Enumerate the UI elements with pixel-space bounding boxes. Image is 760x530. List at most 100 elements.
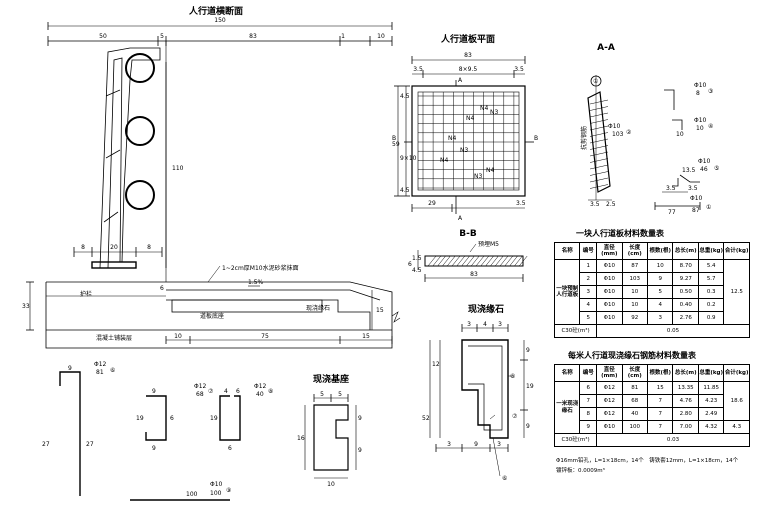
dim-15: 15 xyxy=(376,307,384,314)
bar6-c: ⑥ xyxy=(110,367,115,374)
bar6-h1: 27 xyxy=(42,441,50,448)
t1-h-no: 编号 xyxy=(579,242,598,260)
table2-header: 名称 编号 直径(mm) 长度(cm) 根数(根) 总长(m) 总重(kg) 合… xyxy=(553,364,750,382)
cross-section xyxy=(26,22,401,349)
aa-c1: ① xyxy=(593,78,598,85)
aa-n87: 87 xyxy=(692,207,700,214)
bar9-label: Φ10 xyxy=(210,481,223,488)
plan-dim-9x10: 9×10 xyxy=(400,155,417,162)
curb-bot-3b: 3 xyxy=(497,441,501,448)
plan-a-top: A xyxy=(458,77,463,84)
bar8-d6b: 6 xyxy=(228,445,232,452)
table2-note2: 镀锌板：0.0009m³ xyxy=(556,468,605,474)
table1: 名称 编号 直径(mm) 长度(cm) 根数(根) 总长(m) 总重(kg) 合… xyxy=(553,242,750,338)
curb-top-4: 4 xyxy=(483,321,487,328)
aa-n10b: 10 xyxy=(676,131,684,138)
t2-h-no: 编号 xyxy=(579,364,598,382)
curb xyxy=(429,324,528,477)
mark-n3-a: N3 xyxy=(460,147,468,154)
dim-8b: 8 xyxy=(147,244,151,251)
aa-c5: ⑤ xyxy=(714,165,719,172)
t2-h-len: 长度(cm) xyxy=(621,364,649,382)
plan-b-left: B xyxy=(392,135,396,142)
section-aa-title: A-A xyxy=(597,43,615,53)
plan-dim-45b: 4.5 xyxy=(400,187,410,194)
t1-total: 12.5 xyxy=(723,259,750,325)
t2-concrete-label: C30砼(m³) xyxy=(553,433,598,447)
t2-concrete: 0.03 xyxy=(596,433,750,447)
bar6-dim9: 9 xyxy=(68,365,72,372)
plan-dim-29: 29 xyxy=(428,200,436,207)
curb-label: 现浇缘石 xyxy=(306,304,330,312)
section-aa xyxy=(587,75,701,210)
t2-total2: 4.3 xyxy=(723,420,750,434)
aa-n35: 3.5 xyxy=(590,201,600,208)
slab-base-label: 道板底座 xyxy=(200,312,224,320)
table-row: C30砼(m³) 0.03 xyxy=(553,433,750,447)
bar9-n: 100 xyxy=(210,490,222,497)
aa-n10: 10 xyxy=(696,125,704,132)
plan-dim-spacing: 8×9.5 xyxy=(459,66,478,73)
mark-n4-e: N4 xyxy=(486,167,494,174)
bb-d45: 4.5 xyxy=(412,267,422,274)
aa-n135: 13.5 xyxy=(682,167,696,174)
curb-right-9a: 9 xyxy=(526,347,530,354)
base-title: 现浇基座 xyxy=(313,373,349,385)
aa-n103: 103 xyxy=(612,131,624,138)
slab-plan xyxy=(394,56,534,214)
curb-right-9b: 9 xyxy=(526,423,530,430)
dim-6: 6 xyxy=(160,285,164,292)
railing-label: 护栏 xyxy=(80,290,92,298)
aa-phi10-2: Φ10 xyxy=(608,123,621,130)
table1-title: 一块人行道板材料数量表 xyxy=(576,229,664,238)
bar6-n: 81 xyxy=(96,369,104,376)
curb-left-12: 12 xyxy=(432,361,440,368)
t1-h-dia: 直径(mm) xyxy=(596,242,623,260)
section-bb-title: B-B xyxy=(459,229,477,239)
dim-20: 20 xyxy=(110,244,118,251)
aa-c2: ② xyxy=(626,129,632,136)
aa-n25: 2.5 xyxy=(606,201,616,208)
table-row: C30砼(m³) 0.05 xyxy=(553,324,750,338)
curb-c7: ⑦ xyxy=(512,413,518,420)
bar7-d19: 19 xyxy=(136,415,144,422)
bar7-d9b: 9 xyxy=(152,445,156,452)
plan-dim-35r: 3.5 xyxy=(514,66,524,73)
bb-d6: 6 xyxy=(408,261,412,268)
bar7-c: ⑦ xyxy=(208,388,214,395)
section-bb xyxy=(417,243,528,282)
mark-n4-a: N4 xyxy=(480,105,488,112)
t1-h-tlen: 总长(m) xyxy=(672,242,699,260)
dim-base-15: 15 xyxy=(362,333,370,340)
dim-10: 10 xyxy=(377,33,385,40)
base-dim-16: 16 xyxy=(297,435,305,442)
cross-section-title: 人行道横断面 xyxy=(188,5,243,17)
aa-n35b: 3.5 xyxy=(688,185,698,192)
bb-d15: 1.5 xyxy=(412,255,422,262)
t1-concrete-label: C30砼(m³) xyxy=(553,324,598,338)
curb-top-3a: 3 xyxy=(467,321,471,328)
table2-title: 每米人行道现浇缘石钢筋材料数量表 xyxy=(568,351,696,360)
plan-a-bottom: A xyxy=(458,215,463,222)
t1-h-sum: 合计(kg) xyxy=(723,242,750,260)
mark-n3-b: N3 xyxy=(474,173,482,180)
table2: 名称 编号 直径(mm) 长度(cm) 根数(根) 总长(m) 总重(kg) 合… xyxy=(553,364,750,447)
plan-dim-59: 59 xyxy=(392,141,400,148)
curb-bot-9: 9 xyxy=(474,441,478,448)
curb-left-52: 52 xyxy=(422,415,430,422)
dim-8a: 8 xyxy=(81,244,85,251)
aa-phi10-1: Φ10 xyxy=(690,195,703,202)
t1-h-name: 名称 xyxy=(553,242,581,260)
plan-dim-35l: 3.5 xyxy=(413,66,423,73)
curb-bot-3a: 3 xyxy=(447,441,451,448)
aa-n46: 46 xyxy=(700,166,708,173)
